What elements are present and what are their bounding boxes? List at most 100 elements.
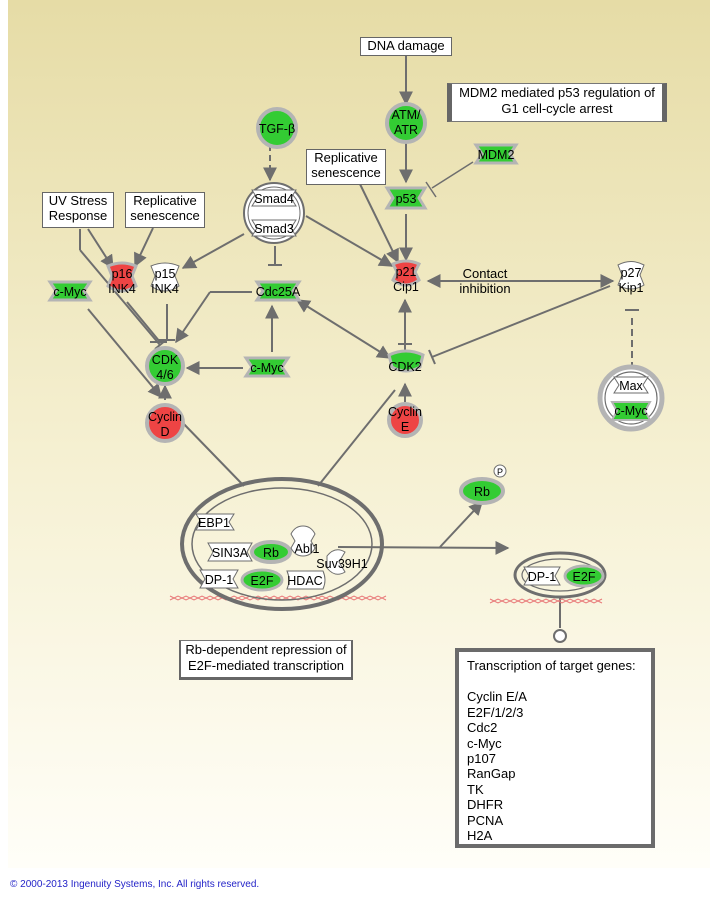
cycline-shape[interactable] <box>387 402 423 438</box>
cmyc-mid-shape[interactable] <box>243 356 291 378</box>
cmyc-right-shape[interactable] <box>610 401 652 421</box>
dp1-right-shape[interactable] <box>523 566 561 586</box>
e2f-shape[interactable] <box>240 568 284 592</box>
p21-shape[interactable] <box>390 259 422 287</box>
uv-stress-text-2: Response <box>48 208 108 223</box>
tgfb-shape[interactable] <box>256 107 298 149</box>
uv-stress-box: UV Stress Response <box>42 192 114 228</box>
cdk2-label: CDK2 <box>388 360 421 374</box>
cycline-label-2: E <box>401 420 409 434</box>
suv39h1-shape[interactable] <box>326 549 346 575</box>
phospho-label: P <box>497 467 503 477</box>
dna-damage-text: DNA damage <box>367 38 445 53</box>
replicative-mid-text-2: senescence <box>311 165 381 180</box>
mdm2-title-text-2: G1 cell-cycle arrest <box>501 101 613 116</box>
p16-label-1: p16 <box>112 267 133 281</box>
cycline-label-1: Cyclin <box>388 405 422 419</box>
rb-p-shape[interactable] <box>459 477 505 505</box>
mdm2-title-box: MDM2 mediated p53 regulation of G1 cell-… <box>447 83 667 122</box>
suv39h1-label: Suv39H1 <box>316 557 367 571</box>
gene-item: TK <box>467 781 484 797</box>
dp1-label: DP-1 <box>205 573 234 587</box>
hdac-shape[interactable] <box>286 570 326 590</box>
p16-label-2: INK4 <box>108 282 136 296</box>
replicative-mid-box: Replicative senescence <box>306 149 386 185</box>
edge-senleft-p16 <box>134 227 154 268</box>
gene-item: c-Myc <box>467 735 502 751</box>
rb-p-label: Rb <box>474 485 490 499</box>
p15-shape[interactable] <box>150 262 180 292</box>
p27-label-2: Kip1 <box>618 281 643 295</box>
smad4-shape[interactable] <box>251 189 297 207</box>
edge-smad-p15 <box>181 233 245 269</box>
atm-label-2: ATR <box>394 123 418 137</box>
mdm2-label: MDM2 <box>478 148 515 162</box>
edge-cdk2-complex <box>317 389 396 487</box>
cyclind-label-1: Cyclin <box>148 410 182 424</box>
abl1-label: Abl1 <box>294 542 319 556</box>
p21-label-1: p21 <box>396 265 417 279</box>
hdac-label: HDAC <box>287 574 322 588</box>
abl1-shape[interactable] <box>290 525 316 557</box>
smad4-label: Smad4 <box>254 192 294 206</box>
cmyc-left-shape[interactable] <box>47 280 93 302</box>
e2f-right-shape[interactable] <box>563 564 605 588</box>
rb-complex-inner <box>191 487 373 601</box>
replicative-mid-text-1: Replicative <box>314 150 378 165</box>
gene-item: PCNA <box>467 812 504 828</box>
cmyc-right-label: c-Myc <box>614 404 647 418</box>
transcription-connector <box>553 629 567 643</box>
edge-cdk46-complex <box>179 419 245 487</box>
cyclind-shape[interactable] <box>145 403 185 443</box>
mdm2-shape[interactable] <box>473 143 519 165</box>
cyclind-label-2: D <box>160 425 169 439</box>
sin3a-shape[interactable] <box>207 542 253 562</box>
cdk2-shape[interactable] <box>387 349 425 373</box>
edge-senmid-p21 <box>357 179 399 264</box>
target-genes-box: Transcription of target genes: Cyclin E/… <box>455 648 655 848</box>
e2f-label: E2F <box>251 574 274 588</box>
dp1-shape[interactable] <box>199 569 239 589</box>
edge-complex-e2f <box>337 540 510 555</box>
max-shape[interactable] <box>613 376 649 394</box>
copyright-text: © 2000-2013 Ingenuity Systems, Inc. All … <box>10 879 260 890</box>
p15-label-1: p15 <box>155 267 176 281</box>
gene-item: RanGap <box>467 766 516 782</box>
edge-uv-p16 <box>87 228 114 270</box>
cdk46-label-2: 4/6 <box>156 368 173 382</box>
phospho-shape <box>493 464 507 478</box>
p53-shape[interactable] <box>384 186 428 210</box>
edge-complex-rb <box>439 500 483 548</box>
node-labels: TGF-β ATM/ ATR MDM2 p53 Smad4 Smad3 p21 … <box>53 108 647 588</box>
cdk46-shape[interactable] <box>145 346 185 386</box>
p53-label: p53 <box>396 192 417 206</box>
inhibit-bar-mdm2 <box>425 181 437 198</box>
rb-complex-label: Rb <box>263 546 279 560</box>
p21-label-2: Cip1 <box>393 280 419 294</box>
edge-p16-cdk46 <box>126 301 161 343</box>
cdc25a-shape[interactable] <box>254 280 302 302</box>
atm-label-1: ATM/ <box>392 108 421 122</box>
edge-cdc25a-cdk46 <box>175 291 211 344</box>
edge-p27-cdk2 <box>431 285 611 358</box>
cdk46-label-1: CDK <box>152 353 179 367</box>
edge-cdc25a-cdk2 <box>295 299 392 359</box>
atm-shape[interactable] <box>385 102 427 144</box>
sin3a-label: SIN3A <box>212 546 249 560</box>
gene-item: E2F/1/2/3 <box>467 704 524 720</box>
rb-complex-shape[interactable] <box>250 540 292 564</box>
uv-stress-text-1: UV Stress <box>48 193 108 208</box>
inhibit-bar-p27 <box>428 349 436 365</box>
edges <box>79 55 639 628</box>
p27-shape[interactable] <box>617 261 645 290</box>
smad3-shape[interactable] <box>251 219 297 237</box>
dna-damage-box: DNA damage <box>360 37 452 56</box>
smad-complex-inner <box>247 186 301 240</box>
contact-text-2: inhibition <box>459 281 511 296</box>
cmyc-mid-label: c-Myc <box>250 361 283 375</box>
ebp1-shape[interactable] <box>195 513 235 531</box>
p16-shape[interactable] <box>106 261 138 293</box>
target-genes-heading: Transcription of target genes: <box>467 658 636 673</box>
